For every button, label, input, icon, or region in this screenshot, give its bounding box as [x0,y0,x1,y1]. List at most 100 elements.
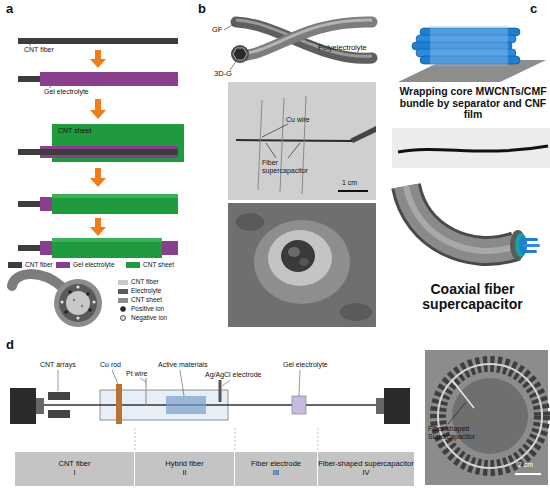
fabrication-step [30,44,31,46]
stage-name: Fiber-shaped supercapacitor [318,460,413,469]
stage-name: CNT fiber [59,460,91,469]
fabrication-step [18,72,178,88]
spinning-apparatus [10,370,410,452]
part-name: CNT arrays [40,361,76,369]
sem-image [228,203,376,327]
legend-entry: CNT fiber [8,262,53,269]
fiber-cross-section [59,284,97,322]
legend-symbol [120,306,126,312]
spinning-apparatus [36,398,44,414]
winding-photo [452,378,528,454]
spinning-apparatus [48,410,70,418]
scale-label: 2 cm [518,461,533,469]
sem-image [288,247,300,257]
legend-text: Gel electrolyte [73,262,115,269]
bundle-illustration [430,26,508,66]
fabrication-step [52,238,162,258]
spinning-apparatus [116,384,122,424]
photo-label: Fiber supercapacitor [262,159,318,174]
stage-numeral: II [182,469,186,478]
winding-photo [438,364,542,468]
stage-name: Hybrid fiber [165,460,203,469]
winding-photo [452,380,474,408]
part-name: 3D-G [214,70,232,78]
fiber-cross-section [12,274,102,327]
fiber-cross-section [81,305,83,307]
fabrication-step [18,124,184,162]
part-name: CNT fiber [24,46,54,54]
winding-photo [515,473,541,475]
fabrication-step [52,194,178,198]
panel-letter: b [198,2,206,16]
coaxial-illustration [406,186,516,251]
device-photo [258,100,262,190]
stage-band: Hybrid fiberII [135,452,235,486]
part-name: GF [212,26,222,34]
legend-text: CNT fiber [25,262,53,269]
photo-label: Fiber-shaped Supercapacitor [428,425,490,440]
part-name: Gel electrolyte [283,361,328,369]
legend-text: CNT fiber [131,279,159,286]
fabrication-step [50,86,51,88]
panel-heading: Wrapping core MWCNTs/CMF bundle by separ… [398,86,548,121]
process-arrow [90,99,106,119]
spinning-apparatus [384,388,410,424]
stage-band: Fiber-shaped supercapacitorIV [318,452,415,486]
spinning-apparatus [48,392,70,400]
stage-band: CNT fiberI [15,452,135,486]
process-arrow [90,218,106,236]
fiber-cross-section [92,300,95,303]
twisted-fiber-illustration [233,48,247,60]
stage-numeral: I [73,469,75,478]
spinning-apparatus [180,370,184,396]
fiber-cross-section [68,290,72,294]
fabrication-step [18,238,178,258]
spinning-apparatus [222,380,230,386]
photo-label: Cu wire [286,116,310,124]
spinning-apparatus [219,380,222,402]
spinning-apparatus [58,370,59,391]
fiber-photo [392,128,550,168]
legend-entry: Gel electrolyte [56,262,115,269]
legend-entry: Negative ion [118,315,167,322]
sem-image [340,303,372,321]
twisted-fiber-illustration [238,20,372,54]
device-photo [302,96,306,194]
part-name: Pt wire [126,370,147,378]
spinning-apparatus [292,396,306,414]
spinning-apparatus [135,428,136,452]
device-photo [266,143,276,158]
fiber-cross-section [54,279,102,327]
fabrication-step [52,194,178,214]
sem-image [268,230,332,286]
legend-entry: CNT sheet [118,297,162,304]
legend-swatch [56,262,70,268]
coaxial-illustration [406,186,540,260]
spinning-apparatus [44,404,376,406]
stage-numeral: IV [362,469,369,478]
fiber-cross-section [64,310,68,314]
sem-image [236,213,264,231]
winding-photo [425,350,548,485]
spinning-apparatus [112,370,118,384]
fiber-cross-section [12,274,62,287]
spinning-apparatus [235,428,236,452]
coaxial-illustration [406,186,516,251]
twisted-fiber-illustration [236,20,372,56]
part-name: Polyelectrolyte [318,44,367,52]
twisted-fiber-illustration [230,57,239,70]
winding-photo [425,350,548,485]
sem-image [281,240,315,272]
fabrication-step [18,194,178,214]
legend-swatch [118,289,128,294]
fiber-cross-section [76,285,79,288]
device-photo [338,190,368,192]
panel-letter: d [6,338,14,352]
legend-entry: Electrolyte [118,288,161,295]
spinning-apparatus [166,396,206,414]
legend-swatch [118,280,128,285]
legend-swatch [8,262,22,268]
device-photo [236,140,352,141]
